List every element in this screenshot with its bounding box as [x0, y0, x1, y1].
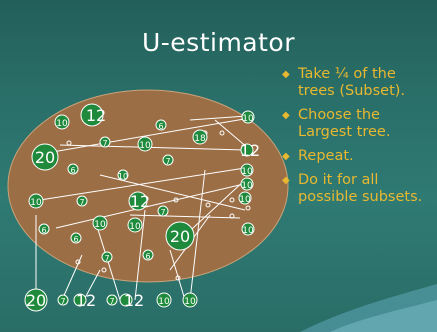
svg-text:10: 10: [241, 181, 253, 191]
tree-node-small: 6: [67, 163, 79, 175]
svg-text:12: 12: [240, 141, 260, 160]
svg-text:20: 20: [170, 227, 190, 246]
svg-text:10: 10: [241, 167, 253, 177]
svg-text:10: 10: [139, 141, 151, 151]
sample-row-tree: 7: [57, 294, 69, 306]
tree-node-small: 7: [157, 205, 169, 217]
sample-row-tree: 20: [24, 288, 48, 312]
slide-title: U-estimator: [141, 28, 296, 57]
tree-node-small: 6: [155, 119, 167, 131]
tree-node-small: 10: [127, 217, 143, 233]
sample-row-tree: 10: [182, 292, 198, 308]
svg-text:10: 10: [184, 297, 196, 307]
tree-node-large: 20: [165, 221, 195, 251]
svg-text:7: 7: [109, 297, 114, 306]
tree-nodes: 12 20 12 20 10 6: [24, 103, 260, 312]
tree-node-small: 10: [117, 169, 129, 181]
svg-text:10: 10: [118, 172, 128, 181]
svg-text:12: 12: [86, 106, 106, 125]
svg-text:7: 7: [165, 157, 170, 166]
svg-text:12: 12: [76, 291, 96, 310]
svg-text:6: 6: [70, 166, 75, 175]
tree-node-small: 10: [137, 136, 153, 152]
bullet-list: ◆Take ¼ of the trees (Subset). ◆Choose t…: [282, 66, 432, 213]
connection-lines: [34, 115, 251, 301]
svg-text:10: 10: [56, 119, 68, 129]
bullet-item: ◆Choose the Largest tree.: [282, 107, 391, 140]
svg-text:10: 10: [158, 297, 170, 307]
svg-text:7: 7: [79, 198, 84, 207]
tree-node-small: 7: [99, 136, 111, 148]
svg-text:7: 7: [60, 297, 65, 306]
tree-node-small: 10: [28, 193, 44, 209]
tree-node-outside: 10: [240, 163, 254, 177]
diamond-bullet-icon: ◆: [282, 69, 290, 80]
svg-text:6: 6: [145, 252, 150, 261]
tree-node-large: 12: [128, 191, 150, 211]
bullet-item: ◆Take ¼ of the trees (Subset).: [282, 66, 406, 99]
svg-text:18: 18: [194, 134, 206, 144]
diamond-bullet-icon: ◆: [282, 175, 290, 186]
svg-text:6: 6: [41, 226, 46, 235]
tree-node-outside: 10: [241, 110, 255, 124]
tree-node-small: 18: [192, 129, 208, 145]
sample-points: [66, 130, 251, 281]
tree-node-outside: 10: [240, 177, 254, 191]
svg-text:6: 6: [158, 122, 163, 131]
svg-text:10: 10: [94, 220, 106, 230]
svg-text:10: 10: [129, 222, 141, 232]
sample-row-tree: 10: [156, 292, 172, 308]
svg-text:6: 6: [73, 235, 78, 244]
tree-node-outside: 12: [240, 141, 260, 160]
tree-node-small: 7: [162, 154, 174, 166]
tree-node-large: 20: [31, 143, 59, 171]
svg-text:20: 20: [26, 291, 46, 310]
bullet-item: ◆Repeat.: [282, 148, 354, 164]
bullet-item: ◆Do it for all possible subsets.: [282, 172, 423, 205]
svg-text:20: 20: [35, 148, 55, 167]
diamond-bullet-icon: ◆: [282, 110, 290, 121]
svg-text:7: 7: [160, 208, 165, 217]
sample-row-tree: 12: [73, 291, 96, 310]
tree-node-small: 6: [38, 223, 50, 235]
tree-node-small: 7: [76, 195, 88, 207]
tree-node-large: 12: [80, 103, 106, 127]
sample-row-tree: 12: [119, 291, 144, 310]
svg-text:10: 10: [30, 198, 42, 208]
decorative-wave: [330, 300, 437, 332]
tree-node-small: 10: [92, 215, 108, 231]
diamond-bullet-icon: ◆: [282, 151, 290, 162]
svg-text:10: 10: [242, 114, 254, 124]
svg-text:7: 7: [104, 254, 109, 263]
svg-text:7: 7: [102, 139, 107, 148]
sample-row-tree: 7: [106, 294, 118, 306]
svg-text:12: 12: [124, 291, 144, 310]
tree-node-small: 7: [101, 251, 113, 263]
tree-node-small: 10: [54, 114, 70, 130]
svg-text:10: 10: [242, 226, 254, 236]
svg-text:10: 10: [239, 195, 251, 205]
tree-node-small: 6: [70, 232, 82, 244]
tree-node-outside: 10: [238, 191, 252, 205]
tree-node-outside: 10: [241, 222, 255, 236]
svg-text:12: 12: [130, 192, 150, 211]
tree-node-small: 6: [142, 249, 154, 261]
